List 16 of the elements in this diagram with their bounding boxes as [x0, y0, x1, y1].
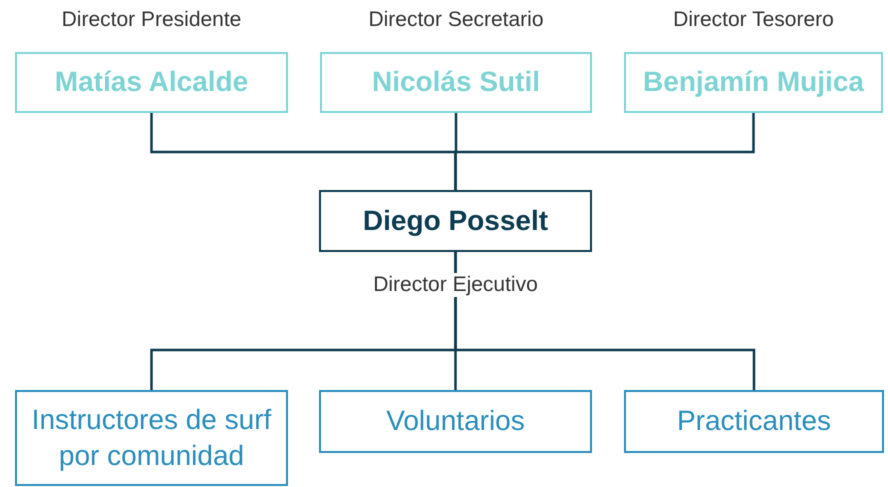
connector-line — [454, 113, 755, 190]
board-member-box — [320, 52, 592, 113]
executive-box — [319, 190, 592, 252]
team-box — [624, 390, 884, 453]
name-text: Diego Posselt — [362, 204, 548, 238]
board-member-box — [624, 52, 883, 113]
board-member-box — [15, 52, 288, 113]
connector-line — [454, 252, 756, 390]
team-box — [319, 390, 592, 453]
team-box — [15, 390, 288, 486]
name-text: Benjamín Mujica — [643, 65, 864, 100]
name-text: Nicolás Sutil — [372, 65, 540, 100]
name-text: Instructores de surf por comunidad — [30, 402, 272, 473]
name-text: Matías Alcalde — [54, 65, 248, 100]
name-text: Voluntarios — [386, 404, 525, 438]
name-text: Practicantes — [676, 404, 832, 438]
